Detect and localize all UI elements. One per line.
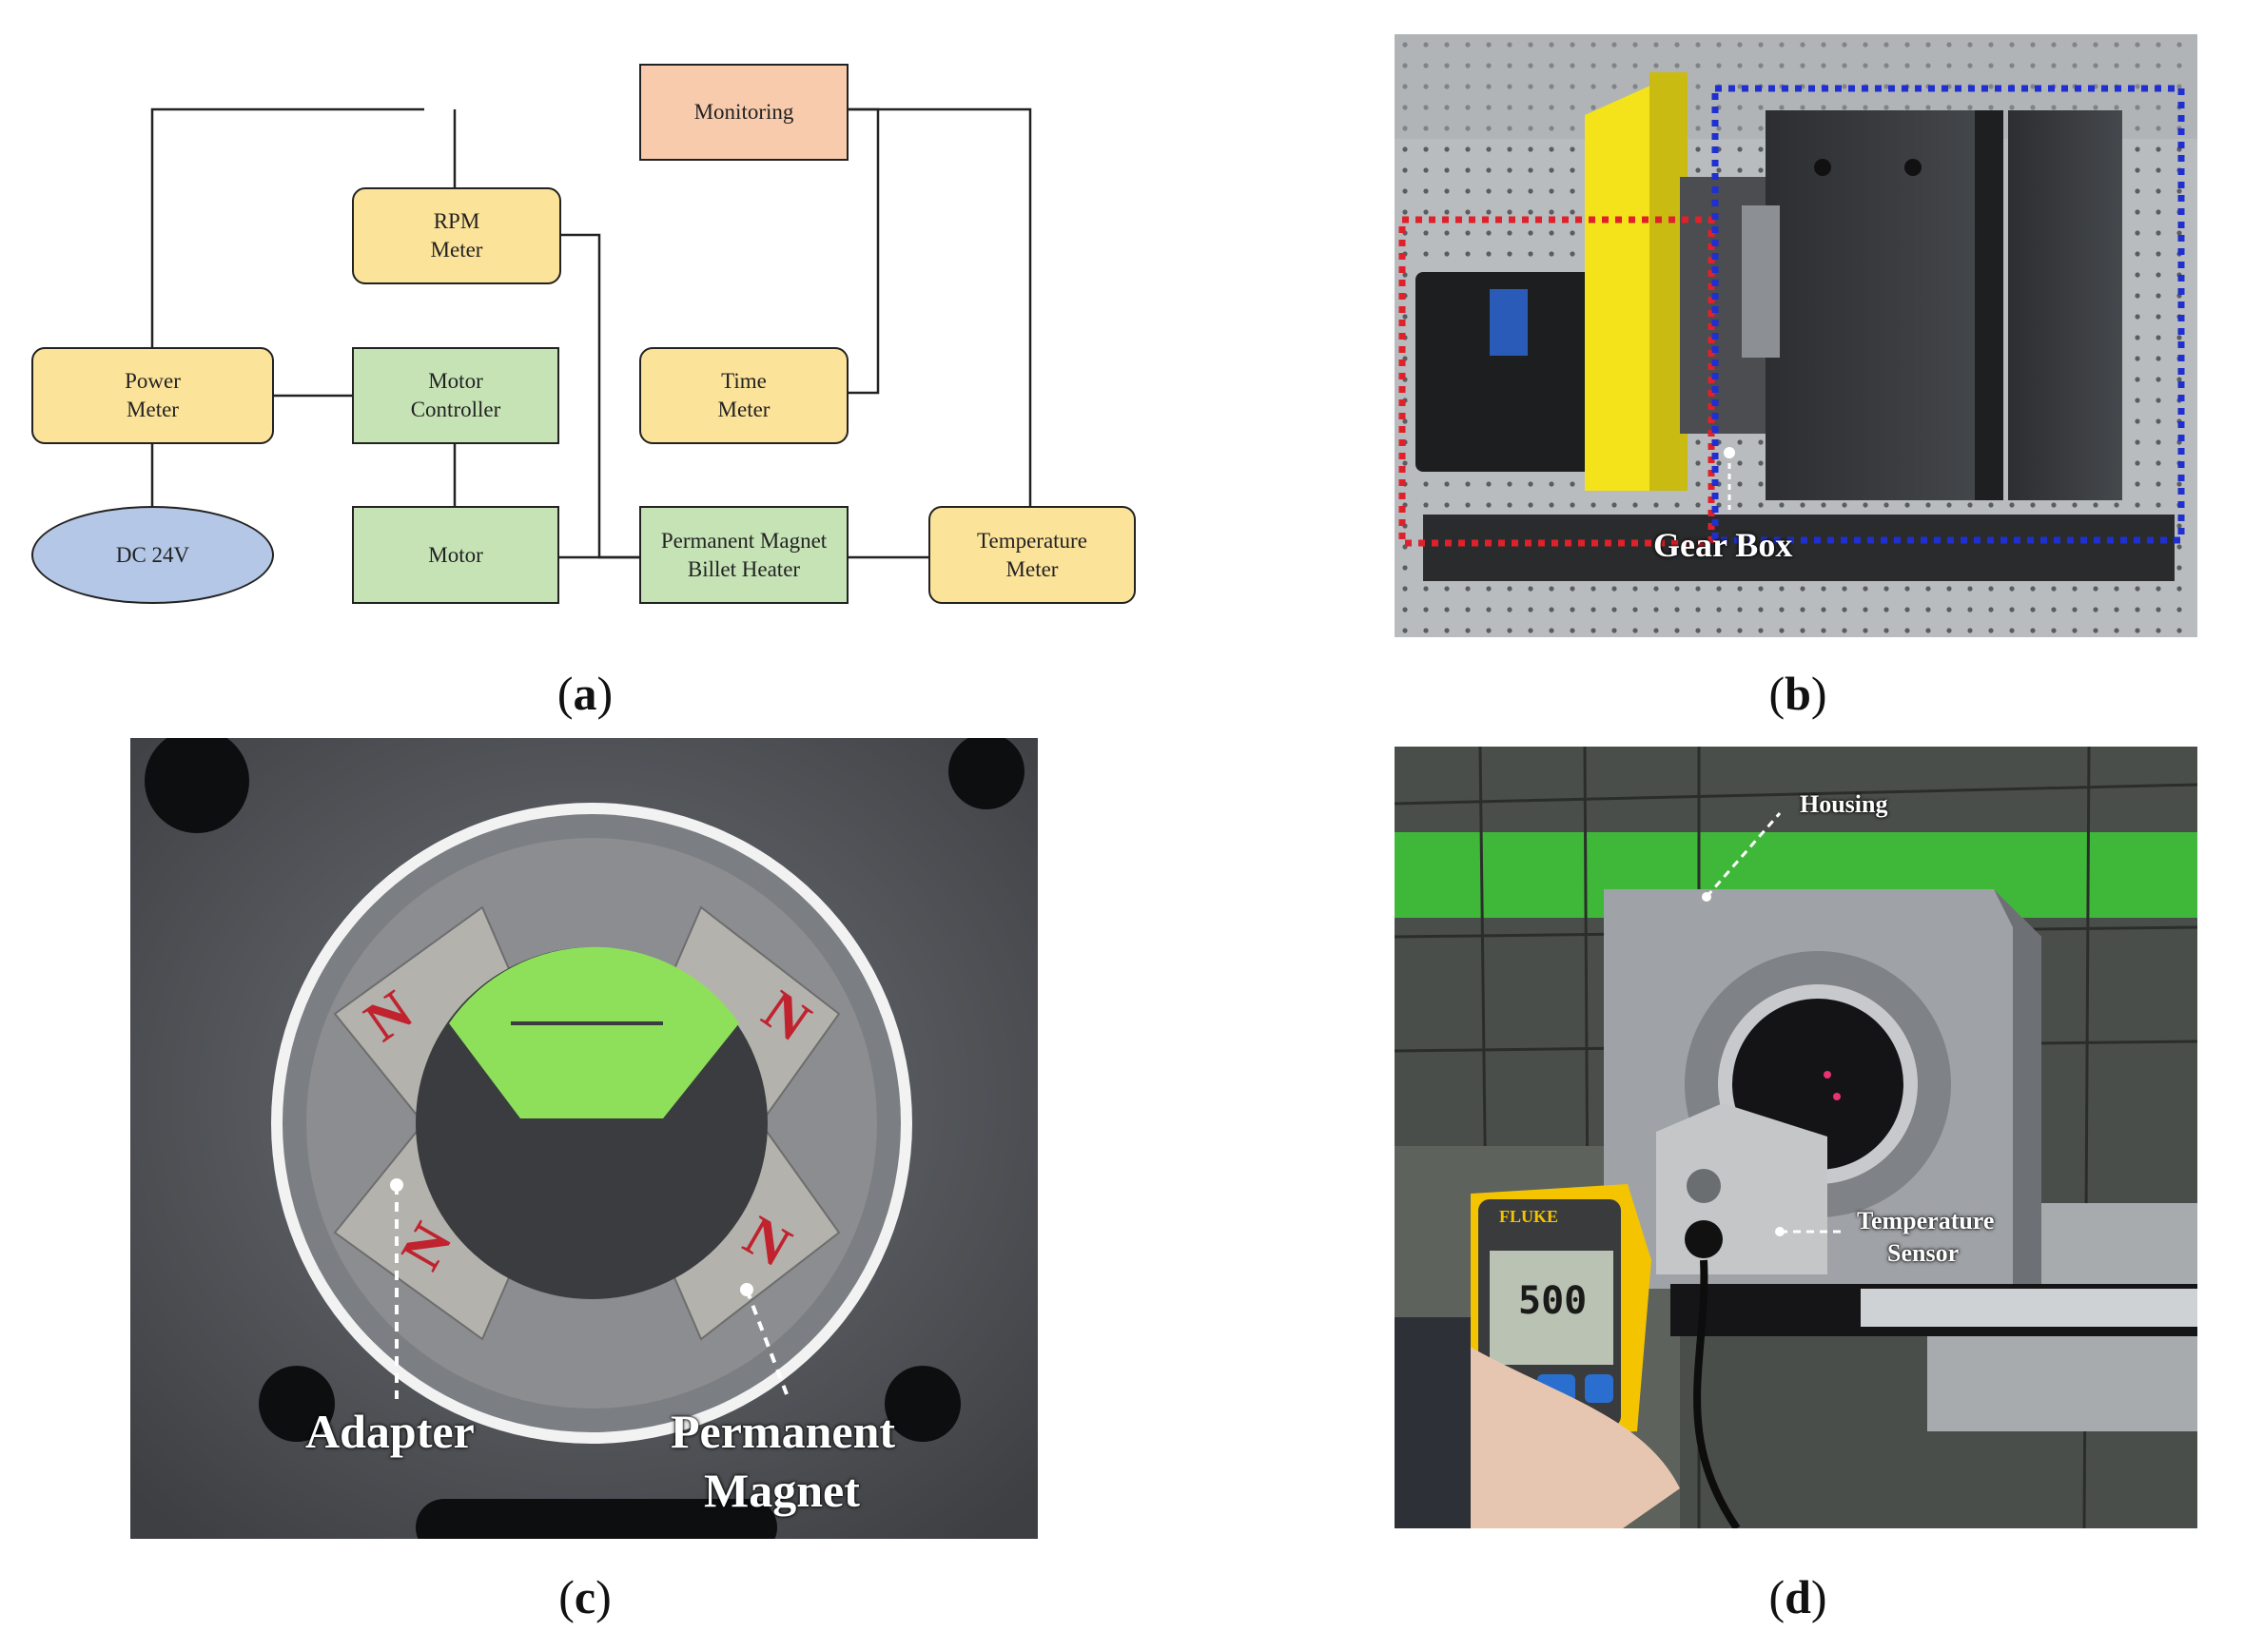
dc-24v-node: DC 24V: [31, 506, 274, 604]
time-meter-node: Time Meter: [639, 347, 849, 444]
sensor-box: [1656, 1103, 1827, 1274]
billet-heater-node: Permanent Magnet Billet Heater: [639, 506, 849, 604]
block-diagram-panel: Monitoring RPM Meter Power Meter Motor C…: [0, 0, 1161, 628]
heater-highlight-box: [1711, 85, 2185, 544]
adapter-label: Adapter: [305, 1405, 475, 1458]
test-rig-photo: Gear Box: [1395, 34, 2197, 637]
monitoring-node: Monitoring: [639, 64, 849, 161]
housing-label: Housing: [1800, 790, 1888, 818]
temperature-meter-node: Temperature Meter: [928, 506, 1136, 604]
wire-monitoring-power: [150, 107, 424, 347]
wire-monitoring-temp: [849, 107, 1032, 510]
magnet-adapter-photo: N N N N Adapter Permanent Magnet: [130, 738, 1038, 1539]
base-plate: [1423, 515, 2175, 581]
caption-a: (a): [556, 667, 614, 720]
thermometer-brand: FLUKE: [1499, 1207, 1559, 1226]
permanent-magnet-label-line2: Magnet: [704, 1464, 860, 1517]
temperature-sensor-label-line1: Temperature: [1857, 1207, 1995, 1234]
heater-end-block: [2008, 110, 2122, 500]
power-meter-node: Power Meter: [31, 347, 274, 444]
diagram-wires: [150, 107, 1032, 559]
gear-box-label: Gear Box: [1653, 526, 1793, 564]
heater-block: [1766, 110, 1994, 500]
temperature-measurement-photo: FLUKE 500 Housing Temperature Sensor: [1395, 747, 2197, 1528]
rpm-meter-node: RPM Meter: [352, 187, 561, 284]
motor-highlight-box: [1398, 216, 1715, 547]
test-rig-illustration: [1395, 34, 2197, 637]
temperature-measurement-illustration: [1395, 747, 2197, 1528]
caption-c: (c): [558, 1570, 612, 1623]
thermometer-reading: 500: [1518, 1279, 1588, 1323]
caption-d: (d): [1768, 1570, 1827, 1623]
motor-node: Motor: [352, 506, 559, 604]
temperature-sensor-label-line2: Sensor: [1887, 1239, 1960, 1267]
caption-b: (b): [1768, 667, 1827, 720]
magnet-adapter-illustration: [130, 738, 1038, 1539]
wire-rpm-heater: [561, 233, 639, 559]
motor-controller-node: Motor Controller: [352, 347, 559, 444]
motor-body: [1415, 272, 1606, 472]
wire-monitoring-time: [849, 107, 880, 395]
permanent-magnet-label-line1: Permanent: [671, 1405, 896, 1458]
